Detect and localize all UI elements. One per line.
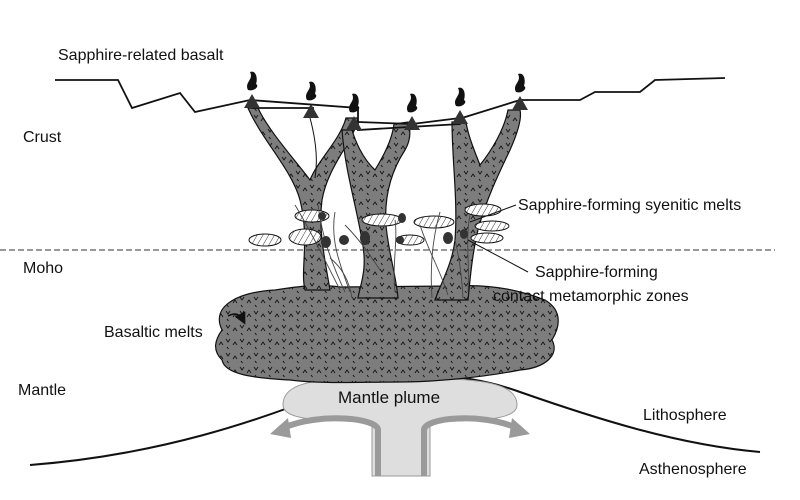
basalt-surface-line	[55, 77, 726, 131]
mantle-plume-label: Mantle plume	[338, 388, 440, 407]
syenite-pod	[474, 220, 510, 232]
contact-metamorphic-zones	[294, 204, 471, 299]
basaltic-melts-arrow	[227, 311, 246, 325]
syenitic-melts-label: Sapphire-forming syenitic melts	[518, 197, 741, 214]
contact-zone-blebs	[318, 212, 468, 248]
contact-bleb	[396, 236, 404, 244]
contact-bleb	[460, 229, 468, 239]
vent-4	[404, 93, 420, 130]
contact-bleb	[339, 235, 349, 245]
vent-5	[452, 87, 468, 124]
plume-arrowhead-right	[509, 418, 530, 438]
lithosphere-label: Lithosphere	[643, 407, 727, 424]
contact-bleb	[318, 212, 326, 220]
plume-arrow-right	[421, 415, 519, 476]
mantle-label: Mantle	[18, 382, 66, 399]
vent-connector	[252, 107, 461, 125]
contact-zones-label-line1: Sapphire-forming	[535, 264, 658, 281]
volcanic-vents	[244, 71, 528, 130]
dike-3	[341, 121, 411, 299]
contact-leader-line	[467, 239, 529, 273]
dike-2	[309, 117, 317, 179]
syenite-pod	[470, 232, 504, 244]
contact-zones-label-line2: contact metamorphic zones	[493, 288, 689, 305]
syenite-pod	[361, 213, 403, 227]
vent-3	[346, 93, 362, 130]
vent-2	[303, 81, 319, 118]
crust-label: Crust	[23, 129, 62, 146]
vent-1	[244, 71, 260, 108]
syenite-leader-line	[469, 204, 517, 223]
asthenosphere-label: Asthenosphere	[639, 461, 747, 478]
basalt-label: Sapphire-related basalt	[58, 47, 224, 64]
plume-arrowhead-left	[270, 418, 291, 438]
dike-1	[247, 107, 359, 291]
vent-6	[512, 73, 528, 110]
plume-arrow-left	[281, 415, 381, 476]
syenite-pod	[288, 228, 322, 246]
syenite-pod	[248, 233, 282, 247]
contact-bleb	[398, 213, 406, 223]
syenite-pod	[464, 203, 502, 217]
contact-bleb	[360, 231, 370, 245]
moho-label: Moho	[23, 260, 63, 277]
contact-bleb	[443, 232, 453, 244]
syenite-pod	[413, 215, 455, 229]
contact-bleb	[321, 236, 331, 248]
basaltic-melts-label: Basaltic melts	[104, 324, 203, 341]
